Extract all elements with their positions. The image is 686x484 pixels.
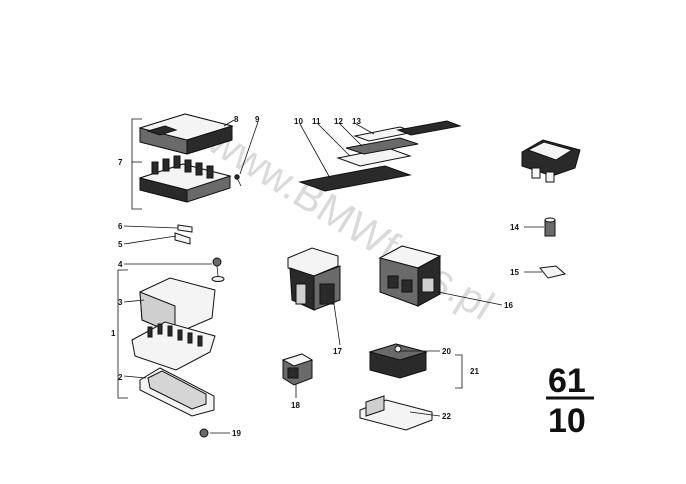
callout-22: 22 bbox=[442, 412, 451, 421]
callout-16: 16 bbox=[504, 301, 513, 310]
callout-14: 14 bbox=[510, 223, 519, 232]
leader-lines bbox=[123, 119, 544, 434]
lower-fuse-box-assembly bbox=[117, 224, 225, 438]
relay-18 bbox=[281, 353, 314, 386]
group-number-bottom: 10 bbox=[548, 402, 586, 440]
group-number-top: 61 bbox=[548, 362, 586, 400]
callout-8: 8 bbox=[234, 115, 239, 124]
callout-2: 2 bbox=[118, 373, 123, 382]
relay-socket-17 bbox=[287, 247, 341, 311]
insulating-plates bbox=[298, 120, 462, 192]
callout-6: 6 bbox=[118, 222, 123, 231]
callout-10: 10 bbox=[294, 117, 303, 126]
callout-labels: 1 2 3 4 5 6 7 8 9 10 11 12 13 14 15 16 1… bbox=[111, 115, 519, 438]
callout-7: 7 bbox=[118, 158, 123, 167]
callout-1: 1 bbox=[111, 329, 116, 338]
callout-3: 3 bbox=[118, 298, 123, 307]
callout-9: 9 bbox=[255, 115, 260, 124]
callout-19: 19 bbox=[232, 429, 241, 438]
callout-12: 12 bbox=[334, 117, 343, 126]
callout-18: 18 bbox=[291, 401, 300, 410]
switch-assembly bbox=[521, 139, 581, 279]
callout-11: 11 bbox=[312, 117, 321, 126]
callout-4: 4 bbox=[118, 260, 123, 269]
callout-15: 15 bbox=[510, 268, 519, 277]
callout-20: 20 bbox=[442, 347, 451, 356]
callout-17: 17 bbox=[333, 347, 342, 356]
callout-21: 21 bbox=[470, 367, 479, 376]
fuse-box-cover-assembly bbox=[131, 113, 242, 210]
callout-13: 13 bbox=[352, 117, 361, 126]
relay-with-bracket bbox=[359, 343, 463, 431]
relay-block-16 bbox=[378, 245, 442, 307]
callout-5: 5 bbox=[118, 240, 123, 249]
group-number: 61 10 bbox=[546, 362, 594, 440]
